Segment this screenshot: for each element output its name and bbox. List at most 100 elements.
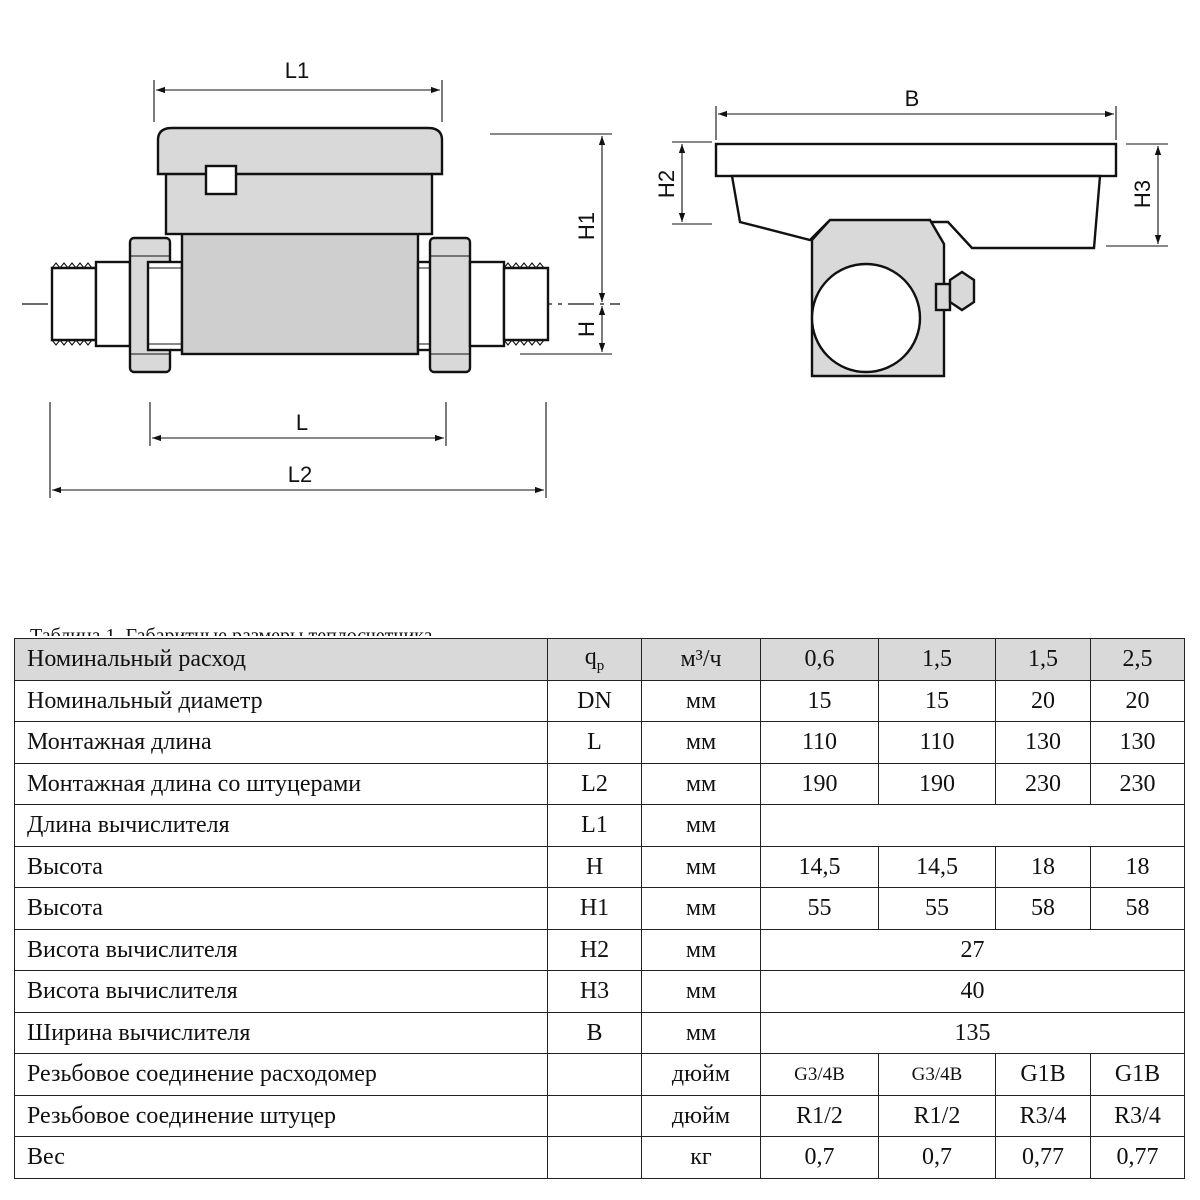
param-value: G3/4B <box>760 1053 879 1096</box>
param-value: 15 <box>760 679 879 722</box>
param-value: R1/2 <box>760 1094 879 1137</box>
param-value: 0,7 <box>760 1136 879 1179</box>
param-symbol: qp <box>547 638 642 681</box>
param-symbol: H1 <box>547 887 642 930</box>
dim-l1-label: L1 <box>285 58 309 83</box>
param-name: Резьбовое соединение расходомер <box>14 1053 548 1096</box>
param-symbol <box>547 1136 642 1179</box>
param-unit: кг <box>641 1136 761 1179</box>
table-row: Резьбовое соединение штуцер дюйм R1/2 R1… <box>14 1094 1185 1137</box>
param-value: 0,6 <box>760 638 879 681</box>
param-value: 58 <box>1090 887 1185 930</box>
param-unit: мм <box>641 679 761 722</box>
table-row: Монтажная длина со штуцерами L2 мм 190 1… <box>14 762 1185 805</box>
dim-h2-label: H2 <box>654 170 679 198</box>
table-row: Ширина вычислителя B мм 135 <box>14 1011 1185 1054</box>
param-unit: мм <box>641 970 761 1013</box>
side-view: B H2 H3 <box>654 86 1168 378</box>
param-value-merged: 40 <box>760 970 1185 1013</box>
param-value-merged: 27 <box>760 928 1185 971</box>
table-row: Резьбовое соединение расходомер дюйм G3/… <box>14 1053 1185 1096</box>
param-value: 110 <box>760 721 879 764</box>
dim-h1-label: H1 <box>574 212 599 240</box>
technical-drawing: L1 L L2 H1 H B <box>22 58 1168 498</box>
param-unit: дюйм <box>641 1094 761 1137</box>
param-value: G3/4B <box>878 1053 996 1096</box>
param-unit: мм <box>641 721 761 764</box>
param-symbol: B <box>547 1011 642 1054</box>
meter-body <box>180 230 420 356</box>
param-value: 55 <box>878 887 996 930</box>
param-name: Резьбовое соединение штуцер <box>14 1094 548 1137</box>
param-value: 130 <box>995 721 1091 764</box>
param-name: Номинальный расход <box>14 638 548 681</box>
param-value: 0,77 <box>995 1136 1091 1179</box>
param-symbol: L <box>547 721 642 764</box>
table-row: Высота H1 мм 55 55 58 58 <box>14 887 1185 930</box>
param-value: 1,5 <box>995 638 1091 681</box>
calculator-top-plate <box>714 142 1118 178</box>
param-value-merged <box>760 804 1185 847</box>
param-unit: мм <box>641 887 761 930</box>
param-value: 58 <box>995 887 1091 930</box>
table-caption: Таблица 1. Габаритные размеры теплосчетч… <box>30 625 433 636</box>
right-fitting <box>416 236 550 374</box>
param-name: Высота <box>14 845 548 888</box>
param-name: Монтажная длина со штуцерами <box>14 762 548 805</box>
param-symbol: L1 <box>547 804 642 847</box>
param-value: 14,5 <box>760 845 879 888</box>
pipe-circle <box>810 262 922 374</box>
param-value: 230 <box>995 762 1091 805</box>
param-name: Номинальный диаметр <box>14 679 548 722</box>
param-value: G1B <box>995 1053 1091 1096</box>
param-name: Ширина вычислителя <box>14 1011 548 1054</box>
param-symbol: DN <box>547 679 642 722</box>
param-name: Висота вычислителя <box>14 970 548 1013</box>
param-symbol: H2 <box>547 928 642 971</box>
param-value: 130 <box>1090 721 1185 764</box>
param-unit: мм <box>641 1011 761 1054</box>
param-unit: мм <box>641 845 761 888</box>
param-unit: мм <box>641 804 761 847</box>
param-value: G1B <box>1090 1053 1185 1096</box>
param-name: Длина вычислителя <box>14 804 548 847</box>
param-unit: мм <box>641 928 761 971</box>
calculator-housing <box>156 126 444 236</box>
param-value: 230 <box>1090 762 1185 805</box>
param-value: R3/4 <box>995 1094 1091 1137</box>
param-value: 14,5 <box>878 845 996 888</box>
param-name: Вес <box>14 1136 548 1179</box>
param-value: 190 <box>760 762 879 805</box>
param-value: 18 <box>1090 845 1185 888</box>
dim-b-label: B <box>905 86 920 111</box>
table-row: Номинальный диаметр DN мм 15 15 20 20 <box>14 679 1185 722</box>
param-value: 55 <box>760 887 879 930</box>
dim-h-label: H <box>574 321 599 337</box>
param-value: 110 <box>878 721 996 764</box>
param-value: 0,7 <box>878 1136 996 1179</box>
param-unit: дюйм <box>641 1053 761 1096</box>
param-symbol: L2 <box>547 762 642 805</box>
param-value: 190 <box>878 762 996 805</box>
param-unit: м³/ч <box>641 638 761 681</box>
table-row: Номинальный расход qp м³/ч 0,6 1,5 1,5 2… <box>14 638 1185 681</box>
param-name: Высота <box>14 887 548 930</box>
left-fitting <box>50 236 184 374</box>
dim-l2-label: L2 <box>288 462 312 487</box>
param-unit: мм <box>641 762 761 805</box>
param-value: 2,5 <box>1090 638 1185 681</box>
param-value: 18 <box>995 845 1091 888</box>
param-symbol <box>547 1053 642 1096</box>
table-row: Висота вычислителя H2 мм 27 <box>14 928 1185 971</box>
param-name: Монтажная длина <box>14 721 548 764</box>
param-value: 20 <box>995 679 1091 722</box>
param-name: Висота вычислителя <box>14 928 548 971</box>
dim-l-label: L <box>296 410 308 435</box>
param-symbol: H3 <box>547 970 642 1013</box>
specs-table: Номинальный расход qp м³/ч 0,6 1,5 1,5 2… <box>14 638 1185 1179</box>
param-value: R3/4 <box>1090 1094 1185 1137</box>
param-value: 1,5 <box>878 638 996 681</box>
param-value: 15 <box>878 679 996 722</box>
param-symbol <box>547 1094 642 1137</box>
dim-h3-label: H3 <box>1130 180 1155 208</box>
